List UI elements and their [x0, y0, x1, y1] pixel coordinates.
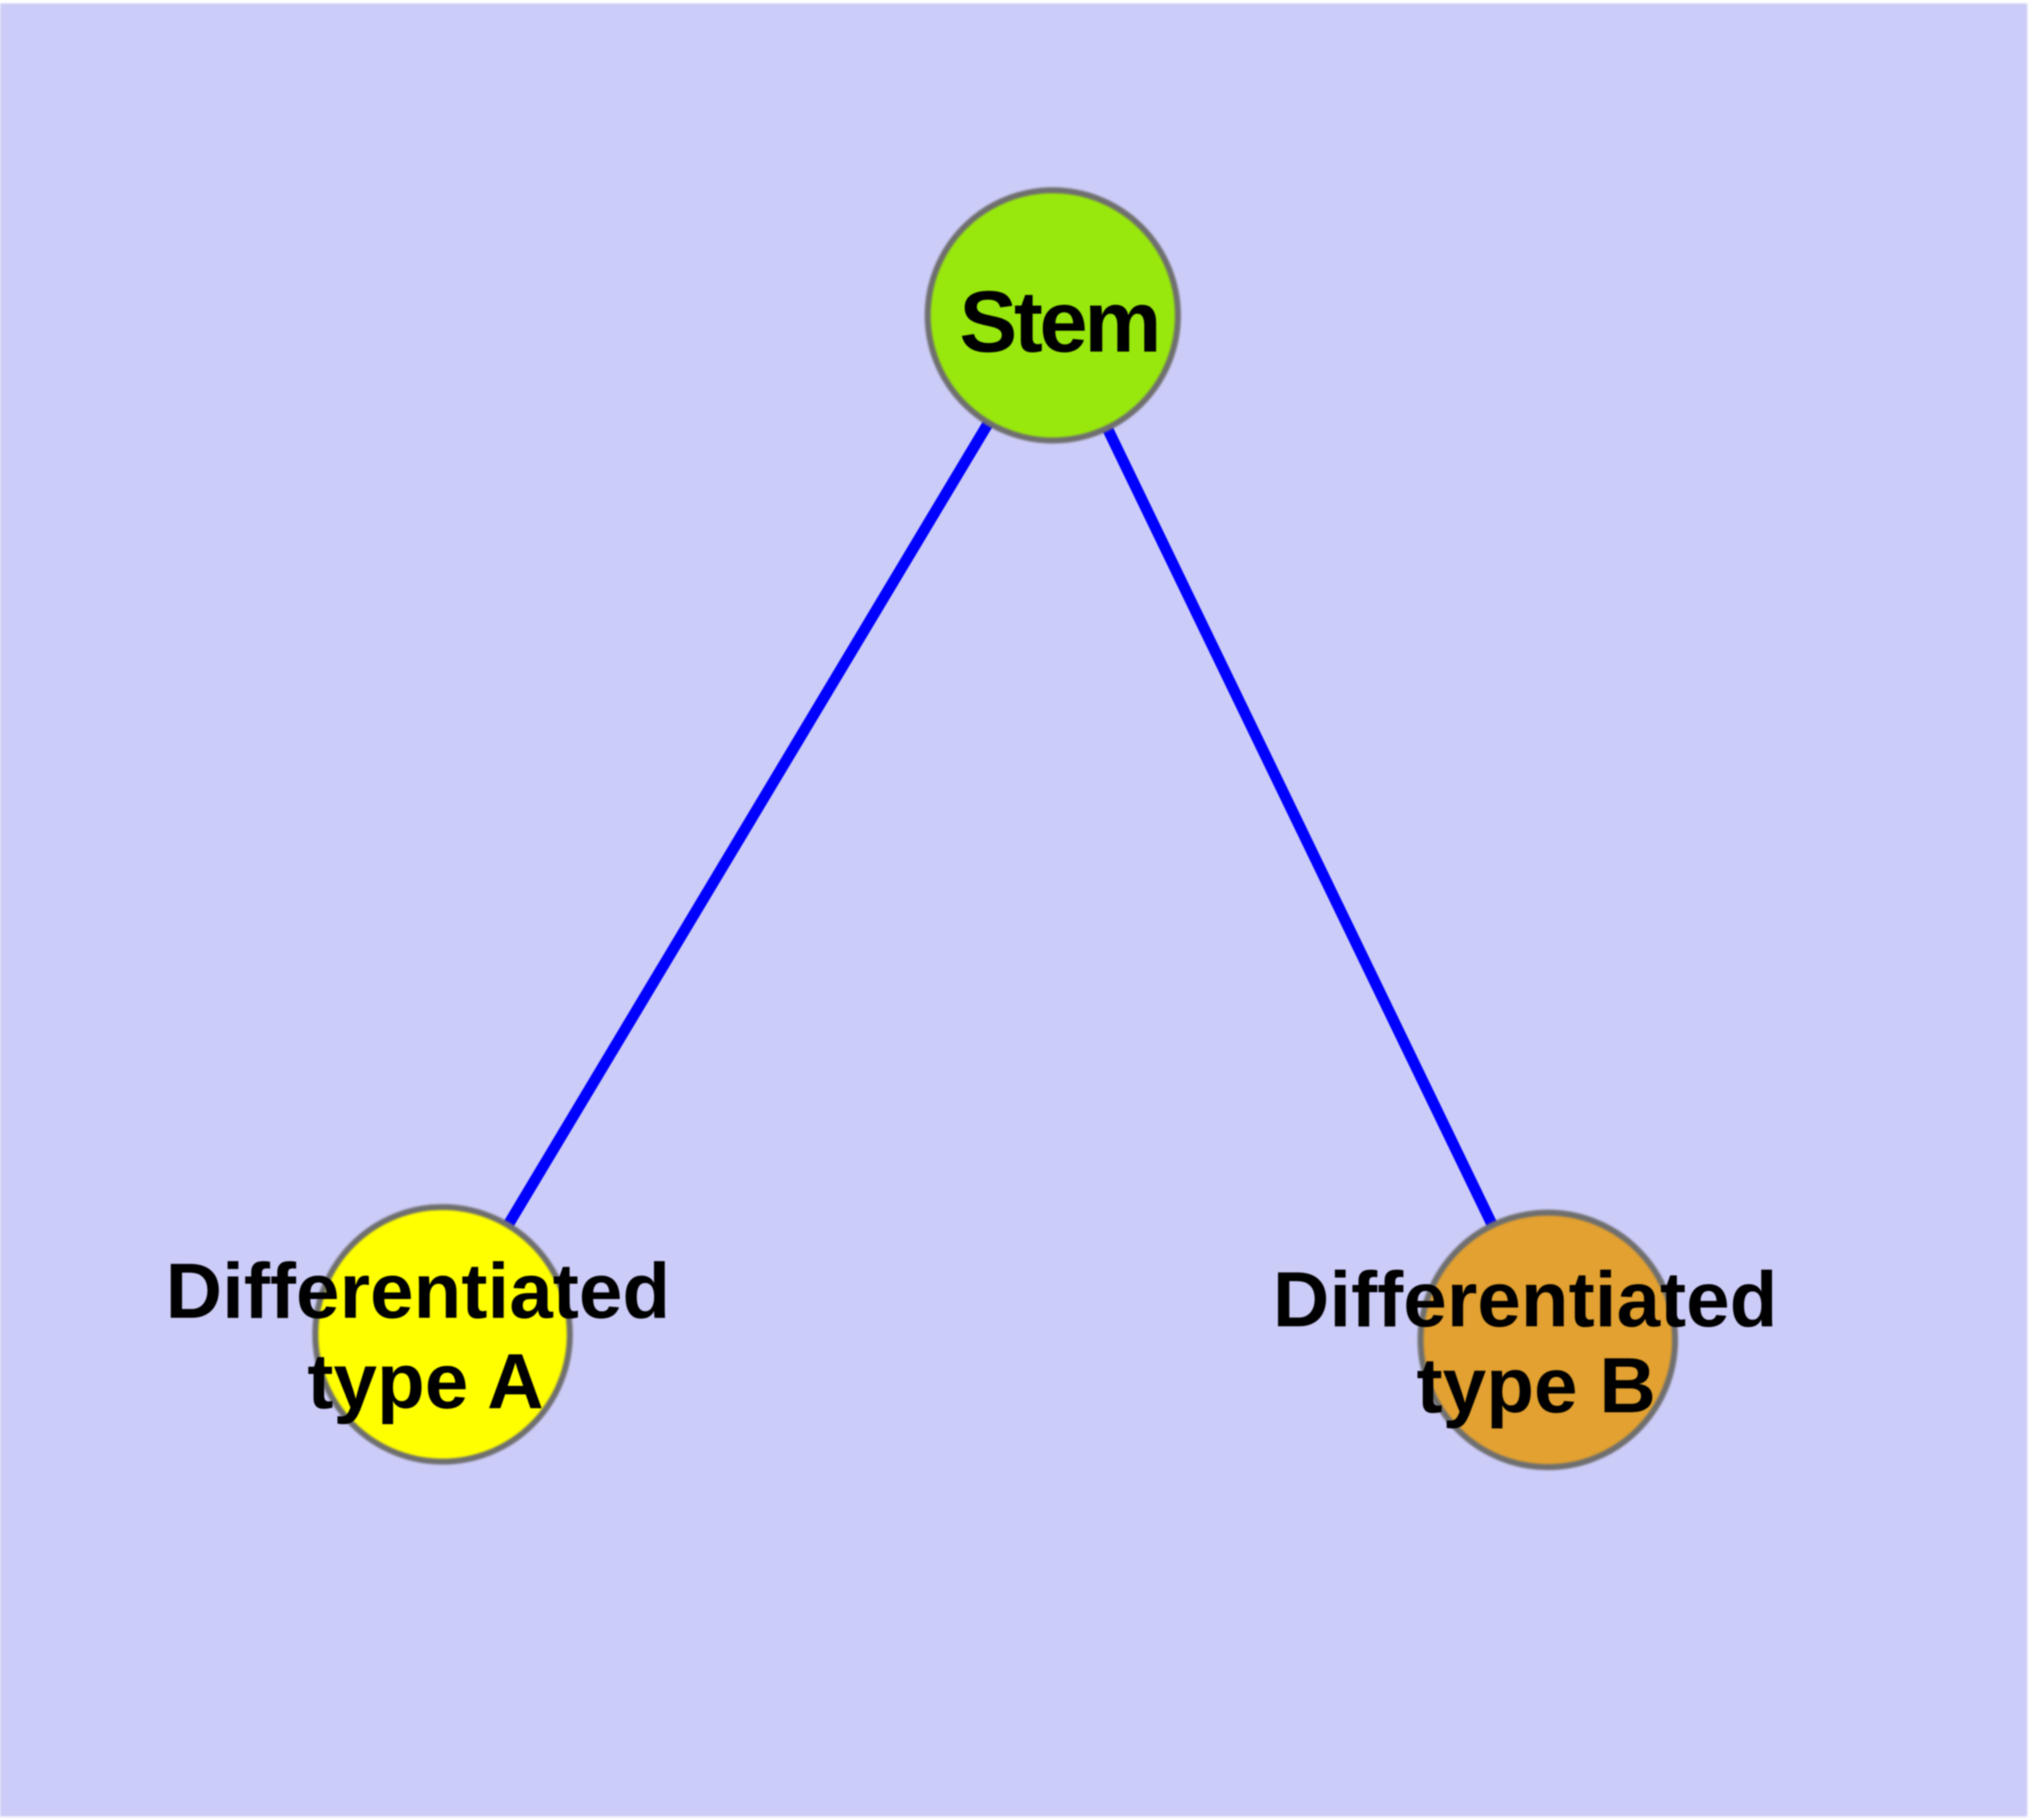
svg-text:Differentiated: Differentiated [1273, 1256, 1778, 1343]
svg-text:type A: type A [307, 1338, 544, 1425]
svg-text:type B: type B [1416, 1342, 1655, 1429]
svg-text:Differentiated: Differentiated [166, 1248, 671, 1335]
svg-text:Stem: Stem [959, 273, 1157, 370]
